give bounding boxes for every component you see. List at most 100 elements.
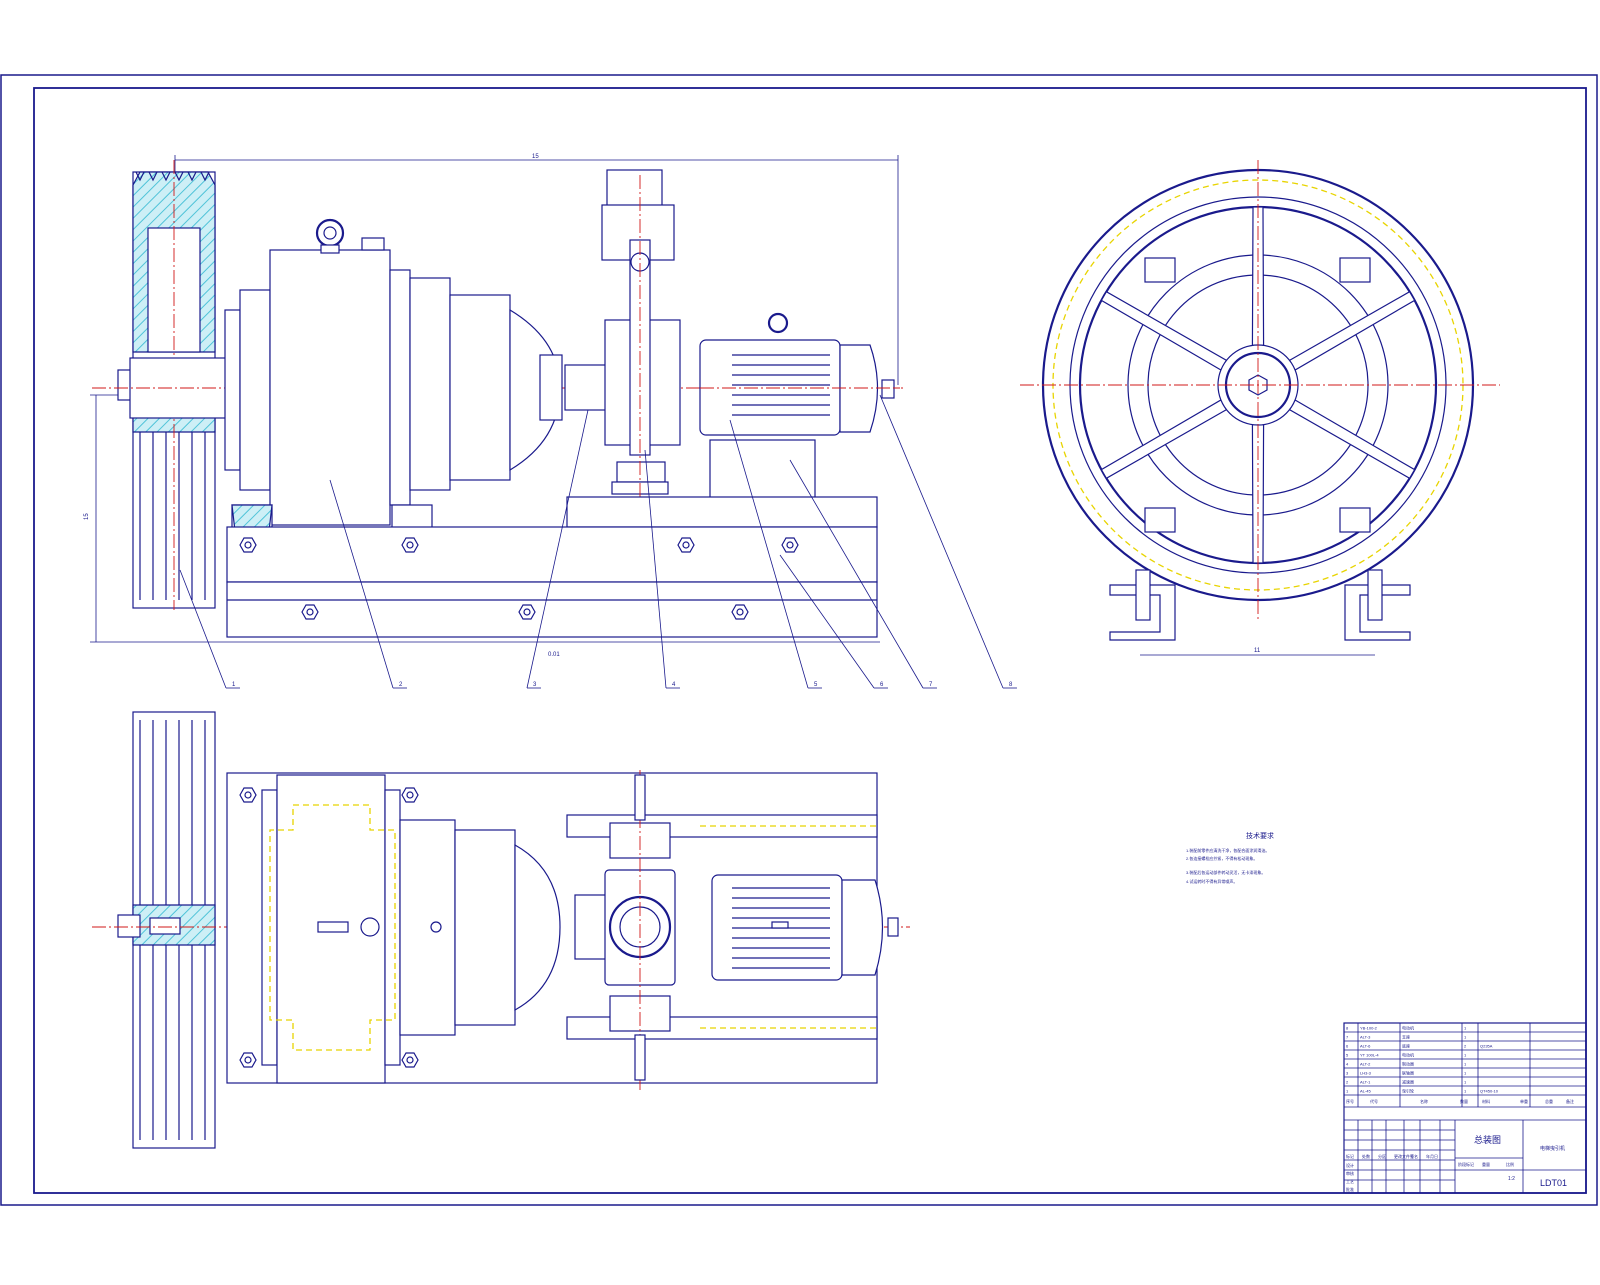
title-block-label: 签名 (1410, 1153, 1418, 1159)
callout-number: 8 (1009, 682, 1013, 688)
callout-leader (179, 569, 227, 689)
callout-group: 1 2 3 4 5 6 7 8 (179, 394, 1017, 689)
title-block-stage: 重量 (1482, 1161, 1490, 1167)
parts-cell: 支座 (1402, 1034, 1410, 1040)
callout-leader (526, 409, 589, 689)
title-block-role: 批准 (1346, 1186, 1354, 1192)
parts-cell: 2 (1346, 1080, 1349, 1085)
callout-leader (789, 459, 924, 689)
callout-number: 7 (929, 682, 933, 688)
brake-shoe (1144, 507, 1176, 533)
bolt (401, 537, 419, 553)
parts-header-cell: 数量 (1460, 1098, 1468, 1104)
bolt (239, 537, 257, 553)
dimension-base-label: 0.01 (548, 652, 560, 658)
parts-cell: 电动机 (1402, 1025, 1414, 1031)
note-line: 3.装配后各运动部件转动灵活，无卡滞现象。 (1186, 869, 1265, 875)
parts-cell: 5 (1346, 1053, 1349, 1058)
bolt (731, 604, 749, 620)
parts-header-cell: 总重 (1545, 1098, 1553, 1104)
technical-notes: 技术要求 1.装配前零件应清洗干净，各配合面涂润滑油。 2.各连接螺栓应拧紧，不… (1186, 831, 1274, 884)
brake-shoe (1339, 257, 1371, 283)
parts-header-cell: 序号 (1346, 1098, 1354, 1104)
parts-cell: 1 (1464, 1026, 1467, 1031)
note-line: 2.各连接螺栓应拧紧，不得有松动现象。 (1186, 855, 1257, 861)
parts-cell: 1 (1464, 1089, 1467, 1094)
callout-number: 6 (880, 682, 884, 688)
title-block-label: 处数 (1362, 1153, 1370, 1159)
parts-cell: ALT-2 (1360, 1062, 1371, 1067)
dimension-height-label: 15 (84, 513, 90, 520)
brake-front (601, 169, 681, 500)
bolt (401, 1052, 419, 1068)
parts-cell: 底座 (1402, 1043, 1410, 1049)
drawing-title: 总装图 (1474, 1134, 1501, 1145)
parts-cell: 1 (1464, 1062, 1467, 1067)
parts-cell: 1 (1464, 1053, 1467, 1058)
bolt (239, 787, 257, 803)
outer-border (0, 74, 1598, 1206)
callout-number: 5 (814, 682, 818, 688)
parts-cell: AL-45 (1360, 1089, 1371, 1094)
callout-leader (729, 419, 809, 689)
wheel-spoke (1100, 399, 1228, 480)
dimension-side-label: 11 (1254, 648, 1261, 654)
note-line: 4.试运转时不得有异常噪声。 (1186, 878, 1237, 884)
note-line: 1.装配前零件应清洗干净，各配合面涂润滑油。 (1186, 847, 1269, 853)
brake-shoe (1339, 507, 1371, 533)
parts-cell: 8 (1346, 1026, 1349, 1031)
bolt (239, 1052, 257, 1068)
unit-name: 电梯曳引机 (1540, 1145, 1565, 1152)
top-view (92, 711, 910, 1149)
title-block-stage: 阶段标记 (1458, 1161, 1474, 1167)
reducer-front (224, 218, 563, 541)
parts-cell: ALT-1 (1360, 1080, 1371, 1085)
bolt (401, 787, 419, 803)
callout-number: 3 (533, 682, 537, 688)
callout-number: 1 (232, 682, 236, 688)
brake-shoe (1144, 257, 1176, 283)
title-block-label: 更改文件号 (1394, 1153, 1414, 1159)
title-block-stage: 比例 (1506, 1161, 1514, 1167)
inner-frame (33, 87, 1587, 1194)
bolt (781, 537, 799, 553)
parts-cell: 联轴器 (1402, 1070, 1414, 1076)
parts-header-cell: 单重 (1520, 1098, 1528, 1104)
parts-header-cell: 备注 (1566, 1098, 1574, 1104)
parts-cell: 1 (1464, 1035, 1467, 1040)
callout-leader (879, 394, 1004, 689)
parts-cell: 1 (1464, 1080, 1467, 1085)
title-block-role: 审核 (1346, 1170, 1354, 1176)
side-view: 11 (1020, 160, 1500, 656)
parts-cell: LH3-3 (1360, 1071, 1372, 1076)
callout-number: 2 (399, 682, 403, 688)
callout-number: 4 (672, 682, 676, 688)
dimension-top-label: 15 (532, 154, 539, 160)
parts-cell: ALT-3 (1360, 1035, 1371, 1040)
bolt (518, 604, 536, 620)
bolt (677, 537, 695, 553)
parts-cell: 3 (1346, 1071, 1349, 1076)
wheel-spoke (1288, 399, 1416, 480)
parts-cell: 曳引轮 (1402, 1088, 1414, 1094)
parts-cell: 4 (1346, 1062, 1349, 1067)
callout-leader (329, 479, 394, 689)
parts-cell: 减速器 (1402, 1079, 1414, 1085)
notes-heading: 技术要求 (1246, 831, 1274, 840)
parts-cell: 1 (1346, 1089, 1349, 1094)
parts-cell: 1 (1464, 1071, 1467, 1076)
parts-cell: 7 (1346, 1035, 1349, 1040)
wheel-spoke (1100, 290, 1228, 371)
parts-cell: Q235A (1480, 1044, 1493, 1049)
title-block-label: 分区 (1378, 1153, 1386, 1159)
coupling-front (564, 364, 611, 411)
title-block-role: 工艺 (1346, 1179, 1354, 1184)
parts-cell: 制动器 (1402, 1061, 1414, 1067)
parts-cell: 6 (1346, 1044, 1349, 1049)
parts-cell: YT 100L-4 (1360, 1053, 1379, 1058)
parts-cell: ALT-6 (1360, 1044, 1371, 1049)
drawing-number: LDT01 (1540, 1178, 1567, 1188)
